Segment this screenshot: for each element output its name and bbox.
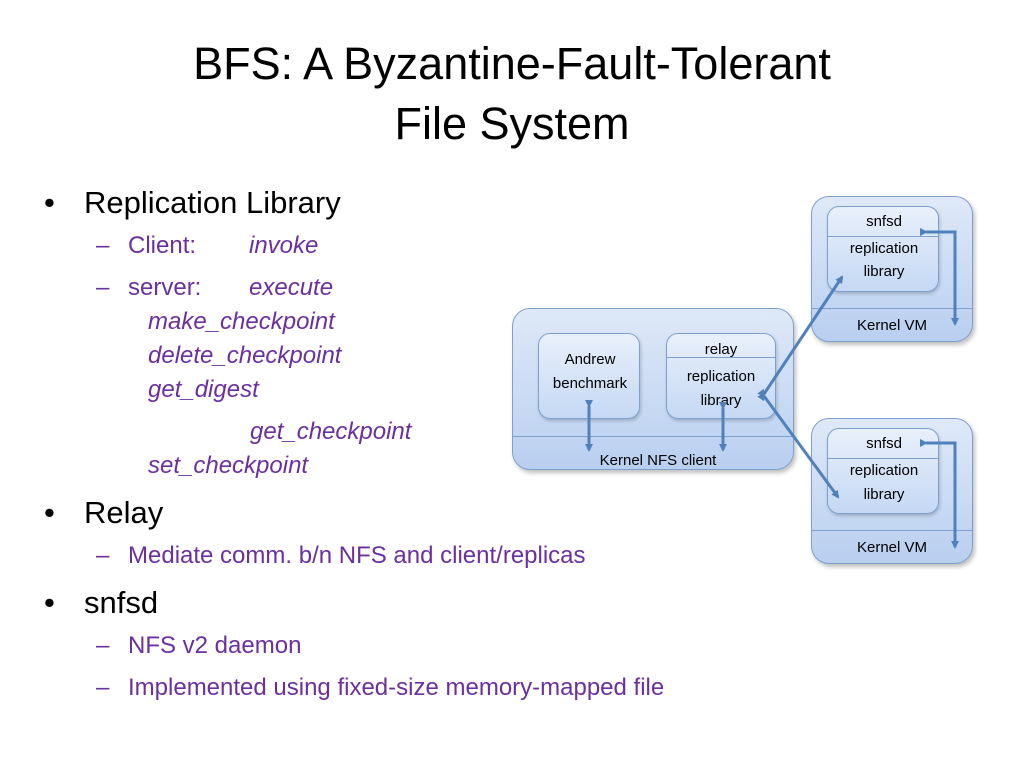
fn-make-checkpoint: make_checkpoint [148,308,335,335]
server-fn-list: make_checkpoint delete_checkpoint get_di… [44,305,514,483]
bottom-replication-label-2: library [863,486,905,503]
bullet-replication: • Replication Library [44,183,514,223]
bottom-replication-label-1: replication [849,462,919,479]
arrow-top-loop [920,228,959,326]
bullet-relay: • Relay [44,493,514,533]
fn-get-checkpoint: get_checkpoint [250,418,412,445]
fn-set-checkpoint: set_checkpoint [148,452,309,479]
fn-get-digest: get_digest [148,376,259,403]
andrew-label-1: Andrew [564,351,616,368]
sub-bullet-client: – Client: invoke [44,229,514,263]
kernel-divider [812,530,972,531]
bottom-kernel-vm-label: Kernel VM [856,539,928,556]
bullet-dot: • [44,585,55,620]
top-replication-label-2: library [863,263,905,280]
server-fn: execute [249,274,334,301]
bullet-label: Replication Library [84,185,341,220]
client-label: Client: [128,232,197,259]
kernel-divider [513,436,793,437]
snfsd-bottom-label: snfsd [866,435,902,452]
relay-divider [667,357,775,358]
relay-replication-label-1: replication [686,368,756,385]
sub-bullet-snfsd-2: – Implemented using fixed-size memory-ma… [44,671,888,705]
title-line-1: BFS: A Byzantine-Fault-Tolerant [193,38,831,89]
dash: – [96,542,110,569]
bullet-label: Relay [84,495,164,530]
relay-replication-label-2: library [700,392,742,409]
top-replication-label-1: replication [849,240,919,257]
snfsd-top-label: snfsd [866,213,902,230]
kernel-divider [812,308,972,309]
relay-label: relay [704,341,738,358]
relay-sub: Mediate comm. b/n NFS and client/replica… [128,542,586,569]
client-fn: invoke [249,232,319,259]
sub-bullet-snfsd-1: – NFS v2 daemon [44,629,888,663]
dash: – [96,274,110,301]
bullet-list: • Replication Library – Client: invoke – … [44,183,664,705]
sub-bullet-server: – server: execute [44,271,514,305]
snfsd-sub-1: NFS v2 daemon [128,632,302,659]
fn-delete-checkpoint: delete_checkpoint [148,342,342,369]
sub-bullet-relay: – Mediate comm. b/n NFS and client/repli… [44,539,828,573]
dash: – [96,674,110,701]
arrow-relay-replica-top [757,275,844,402]
arrow-bottom-loop [920,439,959,549]
snfsd-bottom-divider [828,458,938,459]
snfsd-sub-2: Implemented using fixed-size memory-mapp… [128,674,665,701]
arrow-relay-replica-bottom [757,388,840,499]
kernel-nfs-label: Kernel NFS client [599,452,717,469]
dash: – [96,232,110,259]
dash: – [96,632,110,659]
server-label: server: [128,274,202,301]
bullet-snfsd: • snfsd [44,583,514,623]
bullet-label: snfsd [84,585,159,620]
slide-title: BFS: A Byzantine-Fault-Tolerant File Sys… [0,34,1024,154]
snfsd-top-divider [828,236,938,237]
bullet-dot: • [44,495,55,530]
bullet-dot: • [44,185,55,220]
title-line-2: File System [394,98,630,149]
top-kernel-vm-label: Kernel VM [856,317,928,334]
andrew-label-2: benchmark [552,375,628,392]
